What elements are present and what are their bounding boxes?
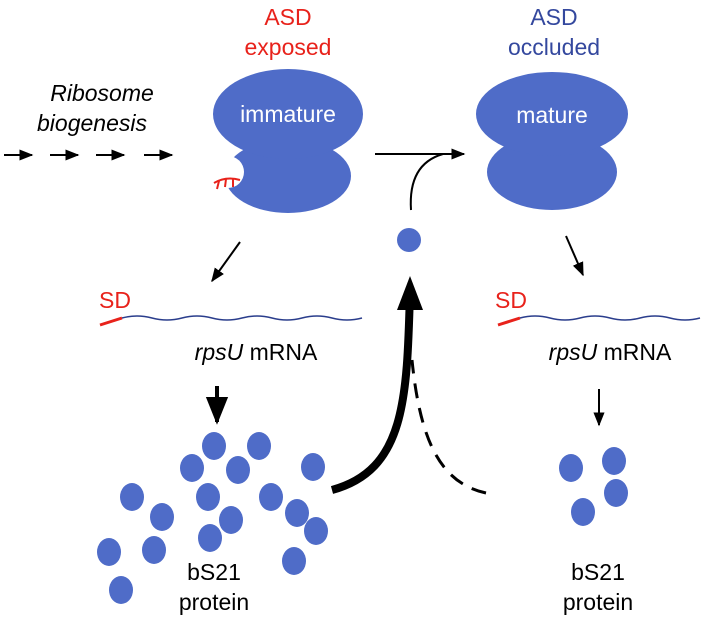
sd-left-label: SD — [99, 287, 131, 313]
mrna-left-label: rpsU mRNA — [195, 339, 318, 365]
asd-occluded-label-line1: ASD — [530, 4, 577, 30]
protein-right-label-line1: bS21 — [571, 559, 625, 585]
arrow-protein-to-ribosome-dashed — [410, 359, 487, 495]
mrna-right — [497, 315, 701, 327]
protein-right-label-line2: protein — [563, 589, 633, 615]
mature-ribosome — [476, 72, 628, 210]
asd-exposed-label-line2: exposed — [245, 34, 332, 60]
arrow-mature-to-mrna — [565, 235, 584, 277]
bs21-joining-dot — [397, 228, 421, 252]
bs21-protein-cluster-left — [97, 432, 328, 604]
biogenesis-label-line1: Ribosome — [50, 80, 154, 106]
protein-left-label-line1: bS21 — [187, 559, 241, 585]
mrna-right-label: rpsU mRNA — [549, 339, 672, 365]
asd-occluded-label-line2: occluded — [508, 34, 600, 60]
immature-label: immature — [240, 101, 336, 127]
mature-label: mature — [516, 102, 588, 128]
mrna-left — [99, 315, 363, 327]
arrow-head-thick — [397, 276, 423, 310]
bs21-protein-cluster-right — [559, 447, 628, 526]
arrow-immature-to-mrna — [211, 241, 241, 283]
protein-left-label-line2: protein — [179, 589, 249, 615]
immature-ribosome — [212, 69, 363, 213]
maturation-arrow — [375, 148, 466, 211]
asd-exposed-label-line1: ASD — [264, 4, 311, 30]
asd-exposed-mark — [213, 177, 241, 190]
sd-right-label: SD — [495, 287, 527, 313]
biogenesis-label-line2: biogenesis — [37, 110, 147, 136]
arrow-protein-to-ribosome-thick — [330, 291, 414, 494]
